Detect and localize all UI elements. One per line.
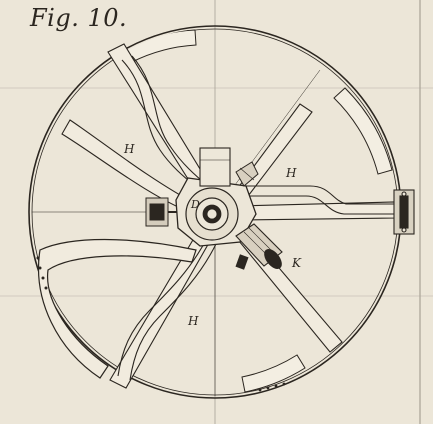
pipe-h-right xyxy=(244,185,398,215)
cylinder-k xyxy=(235,223,283,270)
figure-title: Fig. 10. xyxy=(30,4,128,32)
label-h-bottom: H xyxy=(188,314,199,328)
right-flange xyxy=(393,189,415,235)
rim-holes xyxy=(36,256,286,392)
pipe-h-left xyxy=(121,55,209,191)
label-k: K xyxy=(292,256,301,270)
valve-right xyxy=(235,161,259,187)
label-h-right: H xyxy=(286,166,297,180)
pipe-h-bottom xyxy=(117,239,217,381)
hub xyxy=(175,177,257,247)
label-h-left: H xyxy=(124,142,135,156)
label-d: D xyxy=(191,198,200,211)
left-bolt-block xyxy=(145,197,190,227)
hub-boss xyxy=(199,147,231,187)
lower-left-arm xyxy=(38,238,197,379)
rim-pads xyxy=(124,29,393,393)
